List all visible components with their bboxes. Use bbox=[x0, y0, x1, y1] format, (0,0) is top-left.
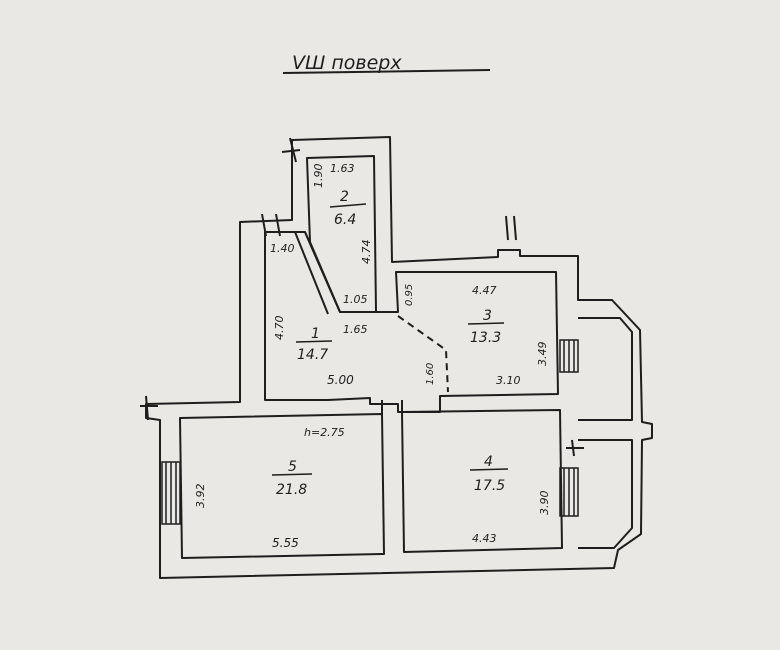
dim-4-43: 4.43 bbox=[472, 532, 497, 545]
title-underline bbox=[282, 69, 491, 74]
room-2-area: 6.4 bbox=[334, 212, 356, 228]
room-4-area: 17.5 bbox=[474, 478, 505, 494]
walls bbox=[145, 136, 653, 579]
sloped-wall bbox=[294, 231, 341, 315]
dim-1-63: 1.63 bbox=[330, 162, 355, 175]
room-2-number: 2 bbox=[340, 189, 349, 205]
dim-3-10: 3.10 bbox=[496, 374, 521, 387]
dim-1-40: 1.40 bbox=[270, 242, 295, 255]
room-1-area: 14.7 bbox=[297, 347, 328, 363]
dim-4-74: 4.74 bbox=[360, 240, 373, 265]
dim-1-65: 1.65 bbox=[343, 323, 368, 336]
dim-1-60: 1.60 bbox=[425, 363, 436, 385]
room-labels: 2 6.4 1 14.7 3 13.3 4 17.5 5 21.8 bbox=[276, 189, 505, 498]
dim-5-55: 5.55 bbox=[272, 536, 299, 550]
room-5-number: 5 bbox=[288, 459, 297, 475]
room-3-area: 13.3 bbox=[470, 330, 501, 346]
room-1-number: 1 bbox=[311, 326, 320, 342]
room-5-area: 21.8 bbox=[276, 482, 307, 498]
dim-1-05: 1.05 bbox=[343, 293, 368, 306]
dashed-partition bbox=[397, 315, 449, 393]
ceiling-height: h=2.75 bbox=[304, 426, 345, 439]
room-label-lines bbox=[271, 203, 509, 476]
dim-3-92: 3.92 bbox=[194, 484, 207, 509]
dim-3-90: 3.90 bbox=[538, 491, 551, 516]
windows bbox=[161, 339, 579, 525]
break-marks bbox=[140, 137, 584, 457]
dim-4-70: 4.70 bbox=[273, 316, 286, 341]
floor-title: VШ поверх bbox=[292, 52, 402, 74]
dim-4-47: 4.47 bbox=[472, 284, 497, 297]
dim-1-90: 1.90 bbox=[312, 164, 325, 189]
dim-3-49: 3.49 bbox=[536, 342, 549, 367]
dimension-labels: 1.63 1.90 4.74 1.40 1.05 4.70 1.65 5.00 … bbox=[194, 162, 551, 550]
dim-5-00: 5.00 bbox=[327, 373, 354, 387]
room-3-number: 3 bbox=[483, 308, 492, 324]
dim-0-95: 0.95 bbox=[404, 284, 415, 306]
room-4-number: 4 bbox=[484, 454, 493, 470]
